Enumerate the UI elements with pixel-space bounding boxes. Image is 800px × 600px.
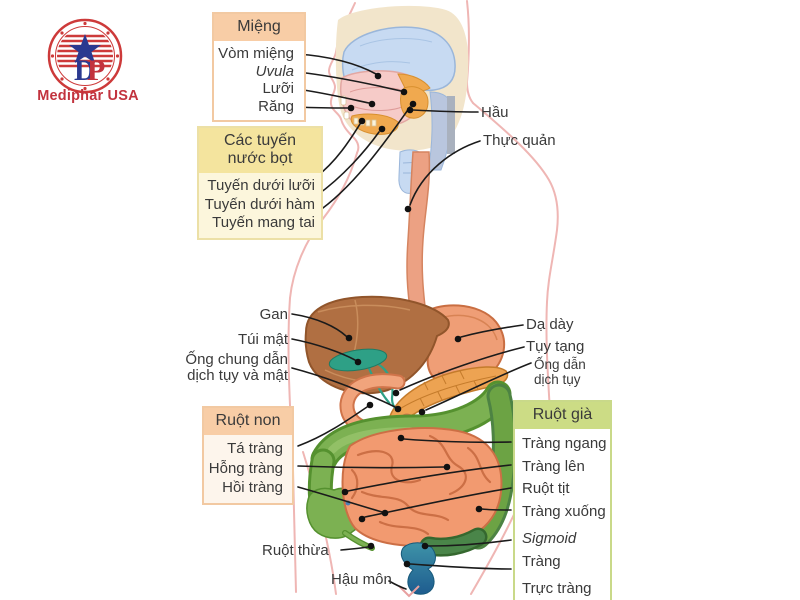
label-gan: Gan <box>259 306 288 323</box>
label-hong-trang: Hỗng tràng <box>208 459 283 477</box>
label-ruot-tit: Ruột tịt <box>522 480 570 497</box>
label-ta-trang: Tá tràng <box>227 440 283 457</box>
label-sigmoid: Sigmoid Tràng <box>522 530 577 570</box>
label-ong-dan: Ống dẫn dịch tụy <box>534 357 586 387</box>
label-tuyen-duoi-ham: Tuyến dưới hàm <box>204 195 315 213</box>
small-intestine-box: Ruột non Tá tràng Hỗng tràng Hồi tràng <box>202 406 294 505</box>
rectum-organ <box>400 542 436 595</box>
label-rang: Răng <box>258 97 294 115</box>
brand-text: Mediphar USA <box>37 88 139 104</box>
label-vom-mieng: Vòm miệng <box>218 45 294 62</box>
label-ong-chung: Ống chung dẫn dịch tụy và mật <box>185 351 288 384</box>
label-ruot-thua: Ruột thừa <box>262 542 329 559</box>
label-uvula: Uvula <box>255 62 294 80</box>
label-trang-ngang: Tràng ngang <box>522 435 607 452</box>
mediphar-logo: D P <box>47 18 123 94</box>
pointer-dots <box>341 72 483 568</box>
label-tuyen-mang-tai: Tuyến mang tai <box>212 214 315 231</box>
label-trang-xuong: Tràng xuống <box>522 502 606 520</box>
anus-mark <box>398 585 420 598</box>
label-thuc-quan: Thực quản <box>483 132 556 149</box>
logo-ring-dots <box>50 21 120 91</box>
label-hau: Hầu <box>481 104 509 121</box>
label-luoi: Lưỡi <box>262 80 294 97</box>
label-da-day: Dạ dày <box>526 316 574 333</box>
label-tuy-tang: Tụy tạng <box>526 338 585 355</box>
mouth-box-header: Miệng <box>214 14 304 41</box>
label-trang-len: Tràng lên <box>522 457 585 475</box>
mouth-box: Miệng Vòm miệng Uvula Lưỡi Răng <box>212 12 306 122</box>
label-truc-trang: Trực tràng <box>522 580 592 597</box>
label-tui-mat: Túi mật <box>237 331 288 348</box>
salivary-box-header: Các tuyến nước bọt <box>199 128 321 173</box>
salivary-box: Các tuyến nước bọt Tuyến dưới lưỡi Tuyến… <box>197 126 323 240</box>
small-intestine-box-header: Ruột non <box>204 408 292 435</box>
pancreas-organ <box>389 366 509 421</box>
large-intestine-box: Ruột già Tràng ngang Tràng lên Ruột tịt … <box>513 400 612 600</box>
logo-monogram-d: D <box>74 54 96 87</box>
label-tuyen-duoi-luoi: Tuyến dưới lưỡi <box>207 177 315 194</box>
spine-strip <box>447 96 455 154</box>
logo-monogram-p: P <box>87 54 105 87</box>
small-intestine-organ <box>341 427 503 547</box>
large-intestine-box-header: Ruột già <box>515 402 610 429</box>
label-hau-mon: Hậu môn <box>331 571 392 588</box>
label-hoi-trang: Hồi tràng <box>222 479 283 496</box>
logo-star-icon <box>69 34 101 63</box>
